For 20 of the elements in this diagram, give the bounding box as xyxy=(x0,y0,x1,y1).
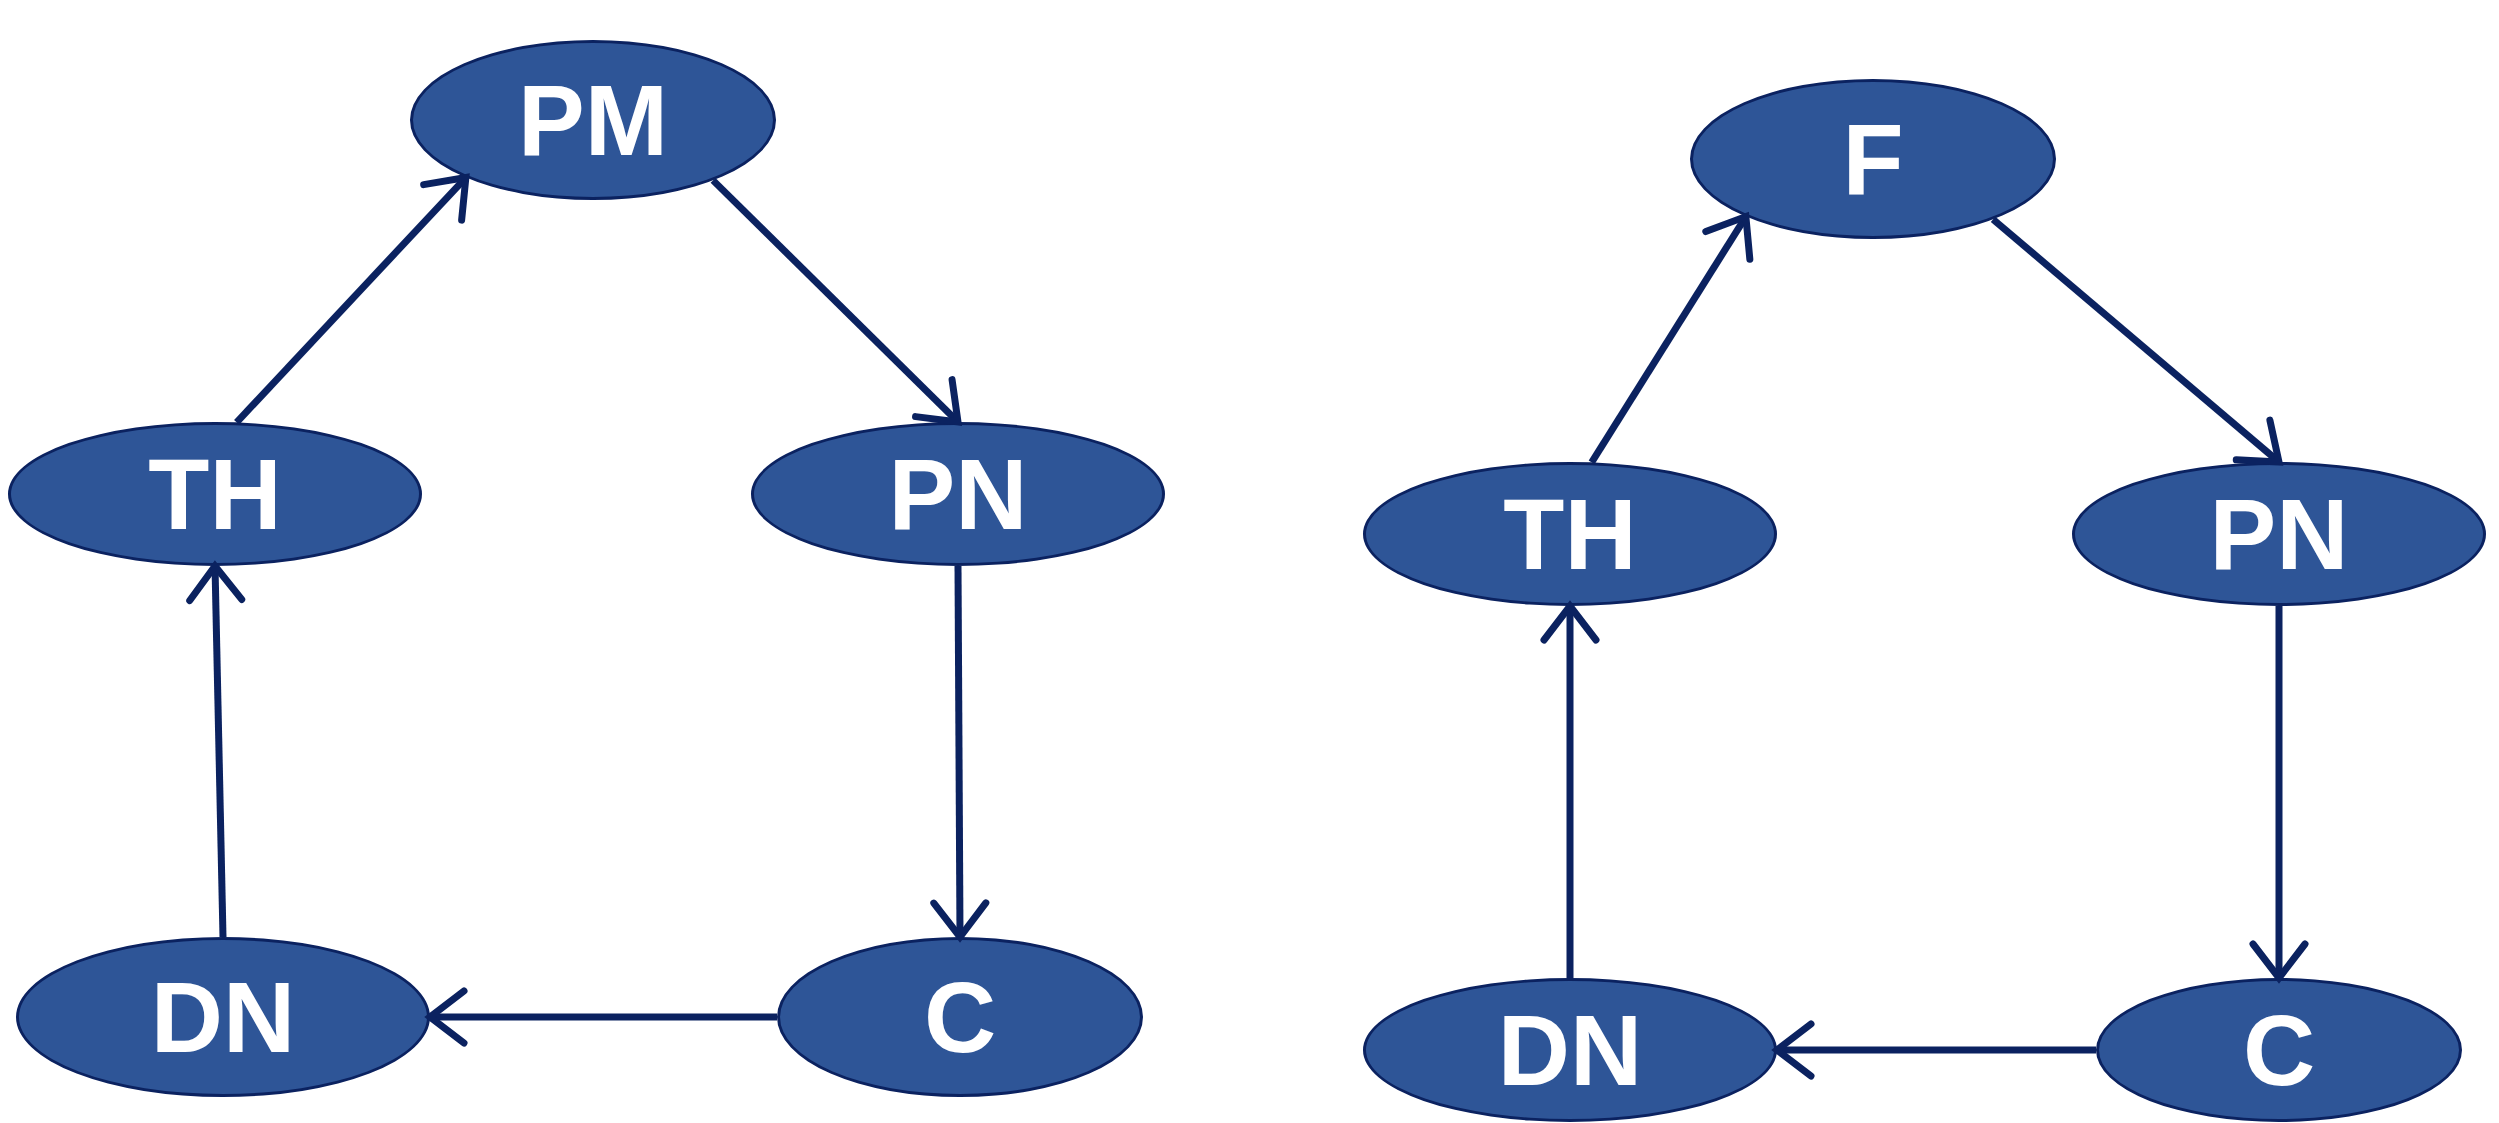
node-label: TH xyxy=(148,444,282,544)
arrow xyxy=(710,177,962,426)
node-label: F xyxy=(1842,109,1904,209)
arrow xyxy=(1990,216,2283,466)
arrow xyxy=(234,174,470,425)
node-label: TH xyxy=(1503,484,1637,584)
arrow xyxy=(1773,1020,2096,1080)
node-label: PN xyxy=(2209,484,2349,584)
node-label: PM xyxy=(518,70,668,170)
arrow xyxy=(1540,602,1600,978)
node-label: PN xyxy=(888,444,1028,544)
arrow xyxy=(1588,213,1754,465)
arrow xyxy=(2249,606,2309,982)
node-label: DN xyxy=(1497,1000,1643,1100)
node-label: C xyxy=(923,967,997,1067)
arrow xyxy=(426,987,777,1047)
node-label: C xyxy=(2242,1000,2316,1100)
arrow xyxy=(186,562,246,938)
node-label: DN xyxy=(150,967,296,1067)
arrow xyxy=(930,566,990,941)
